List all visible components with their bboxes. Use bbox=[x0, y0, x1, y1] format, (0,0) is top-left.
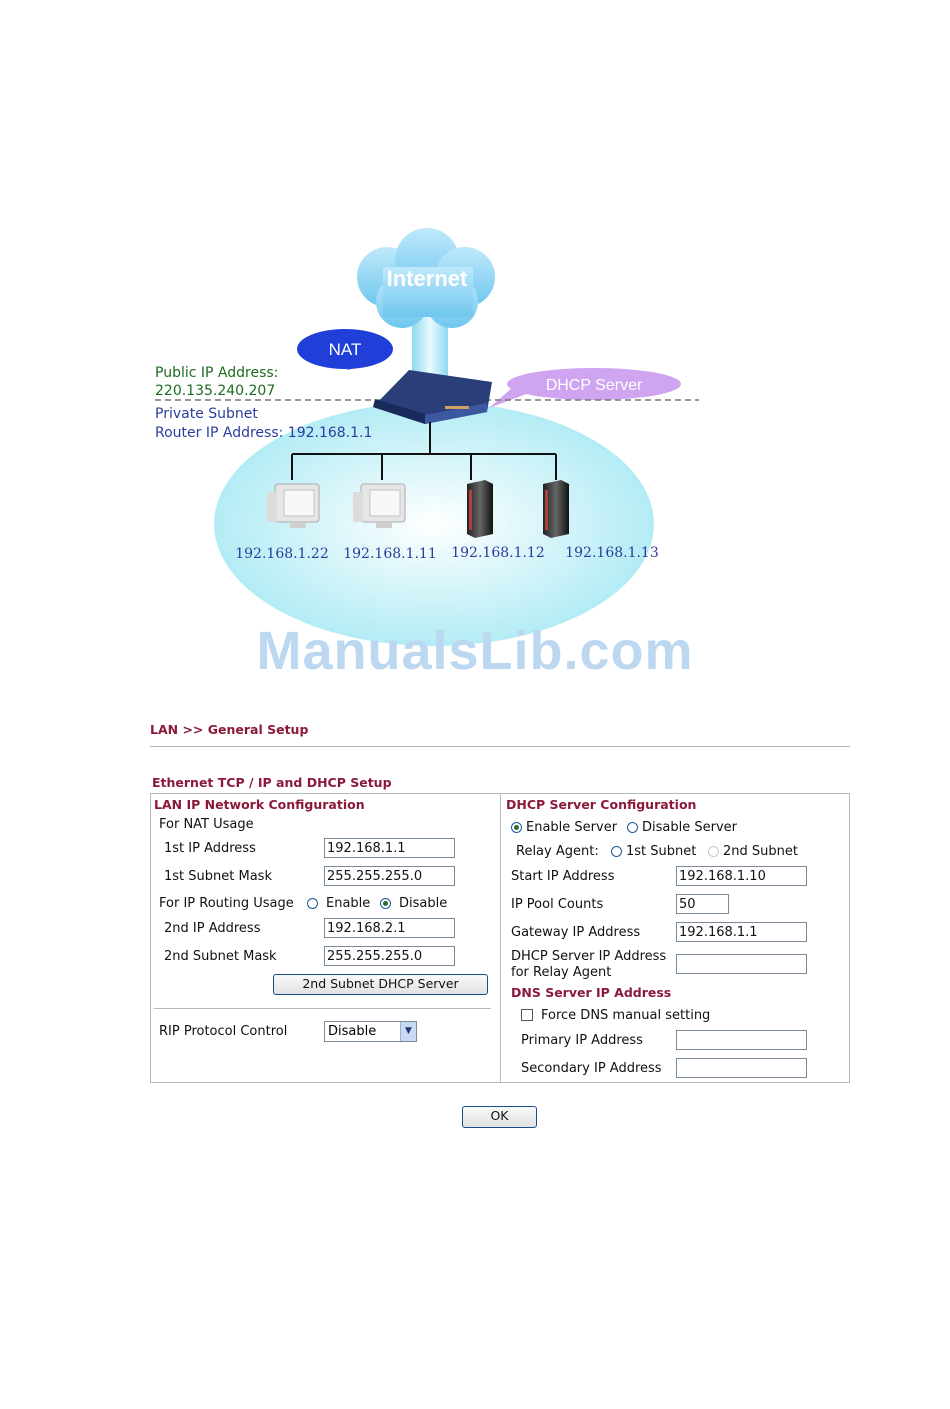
pool-counts-input[interactable]: 50 bbox=[676, 894, 729, 914]
dhcp-server-panel: DHCP Server Configuration Enable Server … bbox=[501, 794, 851, 1082]
start-ip-input[interactable]: 192.168.1.10 bbox=[676, 866, 807, 886]
dhcp-bubble: DHCP Server bbox=[489, 368, 681, 408]
dhcp-panel-title: DHCP Server Configuration bbox=[506, 797, 696, 812]
mask2-label: 2nd Subnet Mask bbox=[164, 949, 277, 964]
section-title: Ethernet TCP / IP and DHCP Setup bbox=[152, 775, 850, 792]
nat-usage-label: For NAT Usage bbox=[159, 817, 254, 832]
host-ip-2: 192.168.1.11 bbox=[343, 546, 437, 562]
mask1-input[interactable]: 255.255.255.0 bbox=[324, 866, 455, 886]
computer-icon bbox=[267, 484, 319, 528]
start-ip-label: Start IP Address bbox=[511, 869, 614, 884]
secondary-dns-input[interactable] bbox=[676, 1058, 807, 1078]
public-ip-label: Public IP Address: bbox=[155, 365, 278, 381]
enable-server-radio[interactable] bbox=[511, 822, 522, 833]
breadcrumb: LAN >> General Setup bbox=[150, 722, 850, 740]
ip1-input[interactable]: 192.168.1.1 bbox=[324, 838, 455, 858]
host-ip-1: 192.168.1.22 bbox=[235, 546, 329, 562]
watermark: ManualsLib.com bbox=[0, 620, 950, 682]
relay-subnet2-radio[interactable] bbox=[708, 846, 719, 857]
rip-label: RIP Protocol Control bbox=[159, 1024, 287, 1039]
lan-general-setup-page: LAN >> General Setup Ethernet TCP / IP a… bbox=[150, 722, 850, 1083]
network-diagram: Internet NAT DHCP Server bbox=[147, 222, 707, 662]
pool-counts-label: IP Pool Counts bbox=[511, 897, 603, 912]
internet-cloud: Internet bbox=[357, 228, 495, 328]
disable-server-radio[interactable] bbox=[627, 822, 638, 833]
primary-dns-input[interactable] bbox=[676, 1030, 807, 1050]
lan-panel-title: LAN IP Network Configuration bbox=[154, 797, 365, 812]
server-icon bbox=[543, 480, 569, 538]
config-table: LAN IP Network Configuration For NAT Usa… bbox=[150, 793, 850, 1083]
router-ip-label: Router IP Address: 192.168.1.1 bbox=[155, 425, 372, 441]
left-divider bbox=[154, 1008, 491, 1009]
disable-server-label: Disable Server bbox=[642, 820, 737, 835]
public-ip-value: 220.135.240.207 bbox=[155, 383, 275, 399]
mask2-input[interactable]: 255.255.255.0 bbox=[324, 946, 455, 966]
ip2-label: 2nd IP Address bbox=[164, 921, 260, 936]
routing-disable-label: Disable bbox=[399, 896, 447, 911]
secondary-dns-label: Secondary IP Address bbox=[521, 1061, 662, 1076]
ip1-label: 1st IP Address bbox=[164, 841, 256, 856]
force-dns-label: Force DNS manual setting bbox=[541, 1008, 710, 1023]
gateway-ip-label: Gateway IP Address bbox=[511, 925, 640, 940]
force-dns-checkbox[interactable] bbox=[521, 1009, 533, 1021]
internet-label: Internet bbox=[387, 266, 468, 291]
rip-select-value: Disable bbox=[328, 1024, 376, 1039]
routing-enable-label: Enable bbox=[326, 896, 370, 911]
primary-dns-label: Primary IP Address bbox=[521, 1033, 643, 1048]
lan-ip-panel: LAN IP Network Configuration For NAT Usa… bbox=[151, 794, 501, 1082]
routing-usage-label: For IP Routing Usage bbox=[159, 896, 294, 911]
routing-enable-radio[interactable] bbox=[307, 898, 318, 909]
mask1-label: 1st Subnet Mask bbox=[164, 869, 272, 884]
rip-select[interactable]: Disable ▼ bbox=[324, 1021, 417, 1042]
ok-button[interactable]: OK bbox=[462, 1106, 537, 1128]
network-diagram-svg: Internet NAT DHCP Server bbox=[147, 222, 707, 662]
server-icon bbox=[467, 480, 493, 538]
header-divider bbox=[150, 746, 850, 747]
dhcp2-subnet-button[interactable]: 2nd Subnet DHCP Server bbox=[273, 974, 488, 995]
private-subnet-label: Private Subnet bbox=[155, 406, 258, 422]
relay-ip-label-line1: DHCP Server IP Address bbox=[511, 949, 666, 964]
relay-ip-input[interactable] bbox=[676, 954, 807, 974]
computer-icon bbox=[353, 484, 405, 528]
relay-subnet1-radio[interactable] bbox=[611, 846, 622, 857]
nat-label: NAT bbox=[329, 340, 362, 359]
dns-section-title: DNS Server IP Address bbox=[511, 985, 671, 1000]
relay-agent-label: Relay Agent: bbox=[516, 844, 599, 859]
dhcp-label: DHCP Server bbox=[546, 377, 643, 394]
relay-subnet1-label: 1st Subnet bbox=[626, 844, 696, 859]
chevron-down-icon[interactable]: ▼ bbox=[400, 1022, 416, 1041]
enable-server-label: Enable Server bbox=[526, 820, 617, 835]
host-ip-3: 192.168.1.12 bbox=[451, 545, 545, 561]
host-ip-4: 192.168.1.13 bbox=[565, 545, 659, 561]
ip2-input[interactable]: 192.168.2.1 bbox=[324, 918, 455, 938]
nat-bubble: NAT bbox=[297, 329, 393, 370]
gateway-ip-input[interactable]: 192.168.1.1 bbox=[676, 922, 807, 942]
routing-disable-radio[interactable] bbox=[380, 898, 391, 909]
relay-subnet2-label: 2nd Subnet bbox=[723, 844, 798, 859]
relay-ip-label-line2: for Relay Agent bbox=[511, 965, 611, 980]
